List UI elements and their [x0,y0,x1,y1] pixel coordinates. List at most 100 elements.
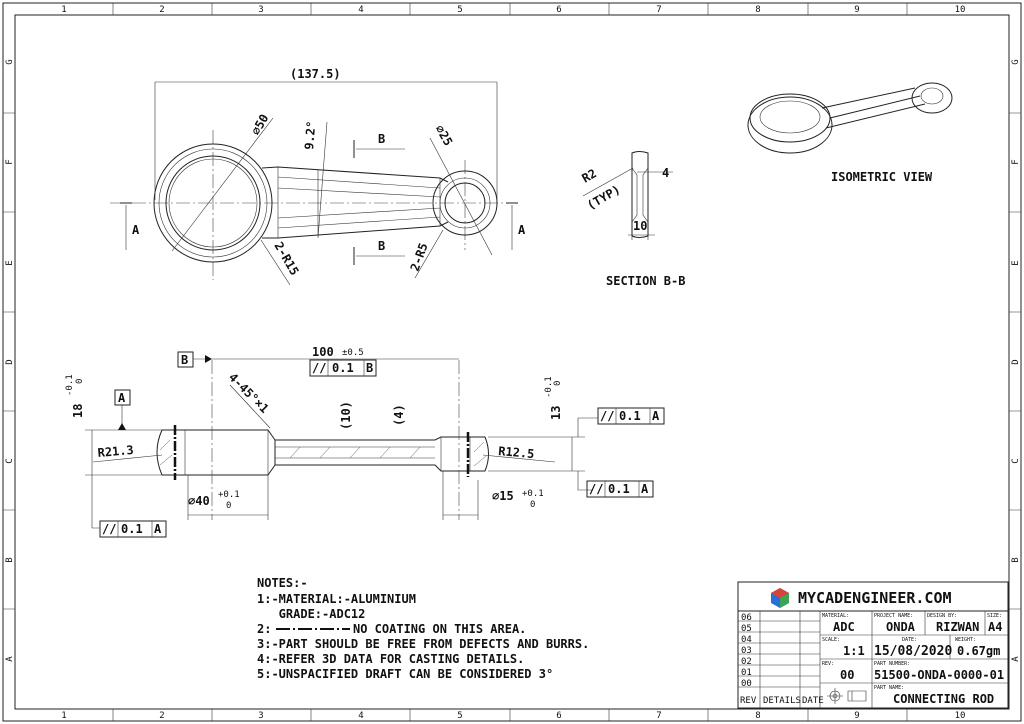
dim-small-radius: R12.5 [498,444,535,461]
top-view: (137.5) ⌀50 ⌀25 9.2° 2-R15 2-R5 B B A A [110,67,526,286]
row-label: C [1011,458,1021,463]
view-marker-right: A [518,223,526,237]
note-line: NO COATING ON THIS AREA. [353,622,526,636]
note-line: 2: [257,622,271,636]
note-line: 4:-REFER 3D DATA FOR CASTING DETAILS. [257,652,524,666]
col-label: 2 [159,5,164,15]
col-label: 3 [258,5,263,15]
dim-overall-length: (137.5) [290,67,341,81]
row-label: E [5,260,15,265]
column-labels-top: 1 2 3 4 5 6 7 8 9 10 [61,5,965,15]
row-label: B [5,557,15,562]
col-label: 10 [955,5,966,15]
col-label: 4 [358,711,363,721]
fcf-symbol: // [589,482,603,496]
fcf-symbol: // [102,522,116,536]
datum-a: A [118,391,126,405]
rev-header: REV [740,696,757,706]
isometric-view: ISOMETRIC VIEW [747,82,953,184]
dim-big-bore-tol-lo: 0 [226,501,231,511]
row-label: F [5,159,15,164]
title-fields: MATERIAL: ADC PROJECT NAME: ONDA DESIGN … [822,613,1004,706]
part-number-value: 51500-ONDA-0000-01 [874,668,1004,682]
big-end-outer [153,143,273,263]
row-label: G [1011,59,1021,64]
side-view: B 100 ±0.5 // 0.1 B A 18 -0.1 0 // 0.1 A… [65,345,665,538]
designer-value: RIZWAN [936,620,979,634]
col-label: 8 [755,711,760,721]
material-value: ADC [833,620,855,634]
fcf-parallel-b: // 0.1 B [309,359,377,377]
company-name: MYCADENGINEER.COM [798,589,952,607]
logo-icon [771,588,789,608]
projection-symbol-icon [827,688,867,704]
fcf-parallel-a-left: // 0.1 A [99,520,167,538]
fcf-symbol: // [312,361,326,375]
zone-ticks [3,3,1021,721]
col-label: 6 [556,5,561,15]
dim-section-width: 10 [633,219,647,233]
beam-outline [261,166,449,239]
col-label: 1 [61,5,66,15]
rev-row: 04 [741,635,752,645]
small-end-bore [444,182,486,224]
dim-center-tol: ±0.5 [342,348,364,358]
fcf-datum: A [154,522,162,536]
dim-chamfer: 4-45°×1 [226,370,272,416]
fcf-tolerance: 0.1 [608,482,630,496]
dim-small-thk-tol-lo: 0 [553,381,563,386]
note-line: 5:-UNSPACIFIED DRAFT CAN BE CONSIDERED 3… [257,667,553,681]
rev-row: 02 [741,657,752,667]
part-name-value: CONNECTING ROD [893,692,994,706]
fcf-symbol: // [600,409,614,423]
col-label: 8 [755,5,760,15]
view-marker-left: A [132,223,140,237]
fcf-tolerance: 0.1 [121,522,143,536]
scale-label: SCALE: [822,637,840,643]
dim-big-bore-tol-up: +0.1 [218,490,240,500]
dim-big-thk-tol-lo: 0 [75,379,85,384]
fcf-datum: A [652,409,660,423]
col-label: 5 [457,5,462,15]
dim-small-bore: ⌀15 [492,489,514,503]
fcf-datum: B [366,361,373,375]
col-label: 9 [854,711,859,721]
size-label: SIZE: [987,613,1002,619]
fcf-datum: A [641,482,649,496]
dim-big-thickness: 18 [71,404,85,418]
row-label: D [5,359,15,364]
details-header: DETAILS [763,696,801,706]
column-labels-bottom: 1 2 3 4 5 6 7 8 9 10 [61,711,965,721]
col-label: 4 [358,5,363,15]
part-number-label: PART NUMBER: [874,661,910,667]
dim-taper-angle: 9.2° [302,120,318,150]
big-end-bore [165,155,261,251]
note-line: GRADE:-ADC12 [257,607,365,621]
rev-label: REV: [822,661,834,667]
dim-big-bore: ⌀40 [188,494,210,508]
section-title: SECTION B-B [606,274,685,288]
dim-web-thickness: (4) [392,404,406,426]
row-label: C [5,458,15,463]
row-label: A [1011,656,1021,662]
dim-small-thickness: 13 [549,406,563,420]
weight-label: WEIGHT: [955,637,976,643]
small-end-outer [432,170,498,236]
row-label: D [1011,359,1021,364]
notes-title: NOTES:- [257,576,308,590]
big-end-section [156,429,276,476]
dim-section-typ: (TYP) [585,182,623,212]
row-label: A [5,656,15,662]
dim-center-distance: 100 [312,345,334,359]
inner-border [14,14,1010,710]
stem-section [274,436,489,472]
row-label: F [1011,159,1021,164]
rev-row: 00 [741,679,752,689]
size-value: A4 [988,620,1002,634]
rev-row: 06 [741,613,752,623]
col-label: 2 [159,711,164,721]
dim-section-radius: R2 [580,166,600,185]
section-b-b: R2 (TYP) 4 10 SECTION B-B [580,151,685,288]
